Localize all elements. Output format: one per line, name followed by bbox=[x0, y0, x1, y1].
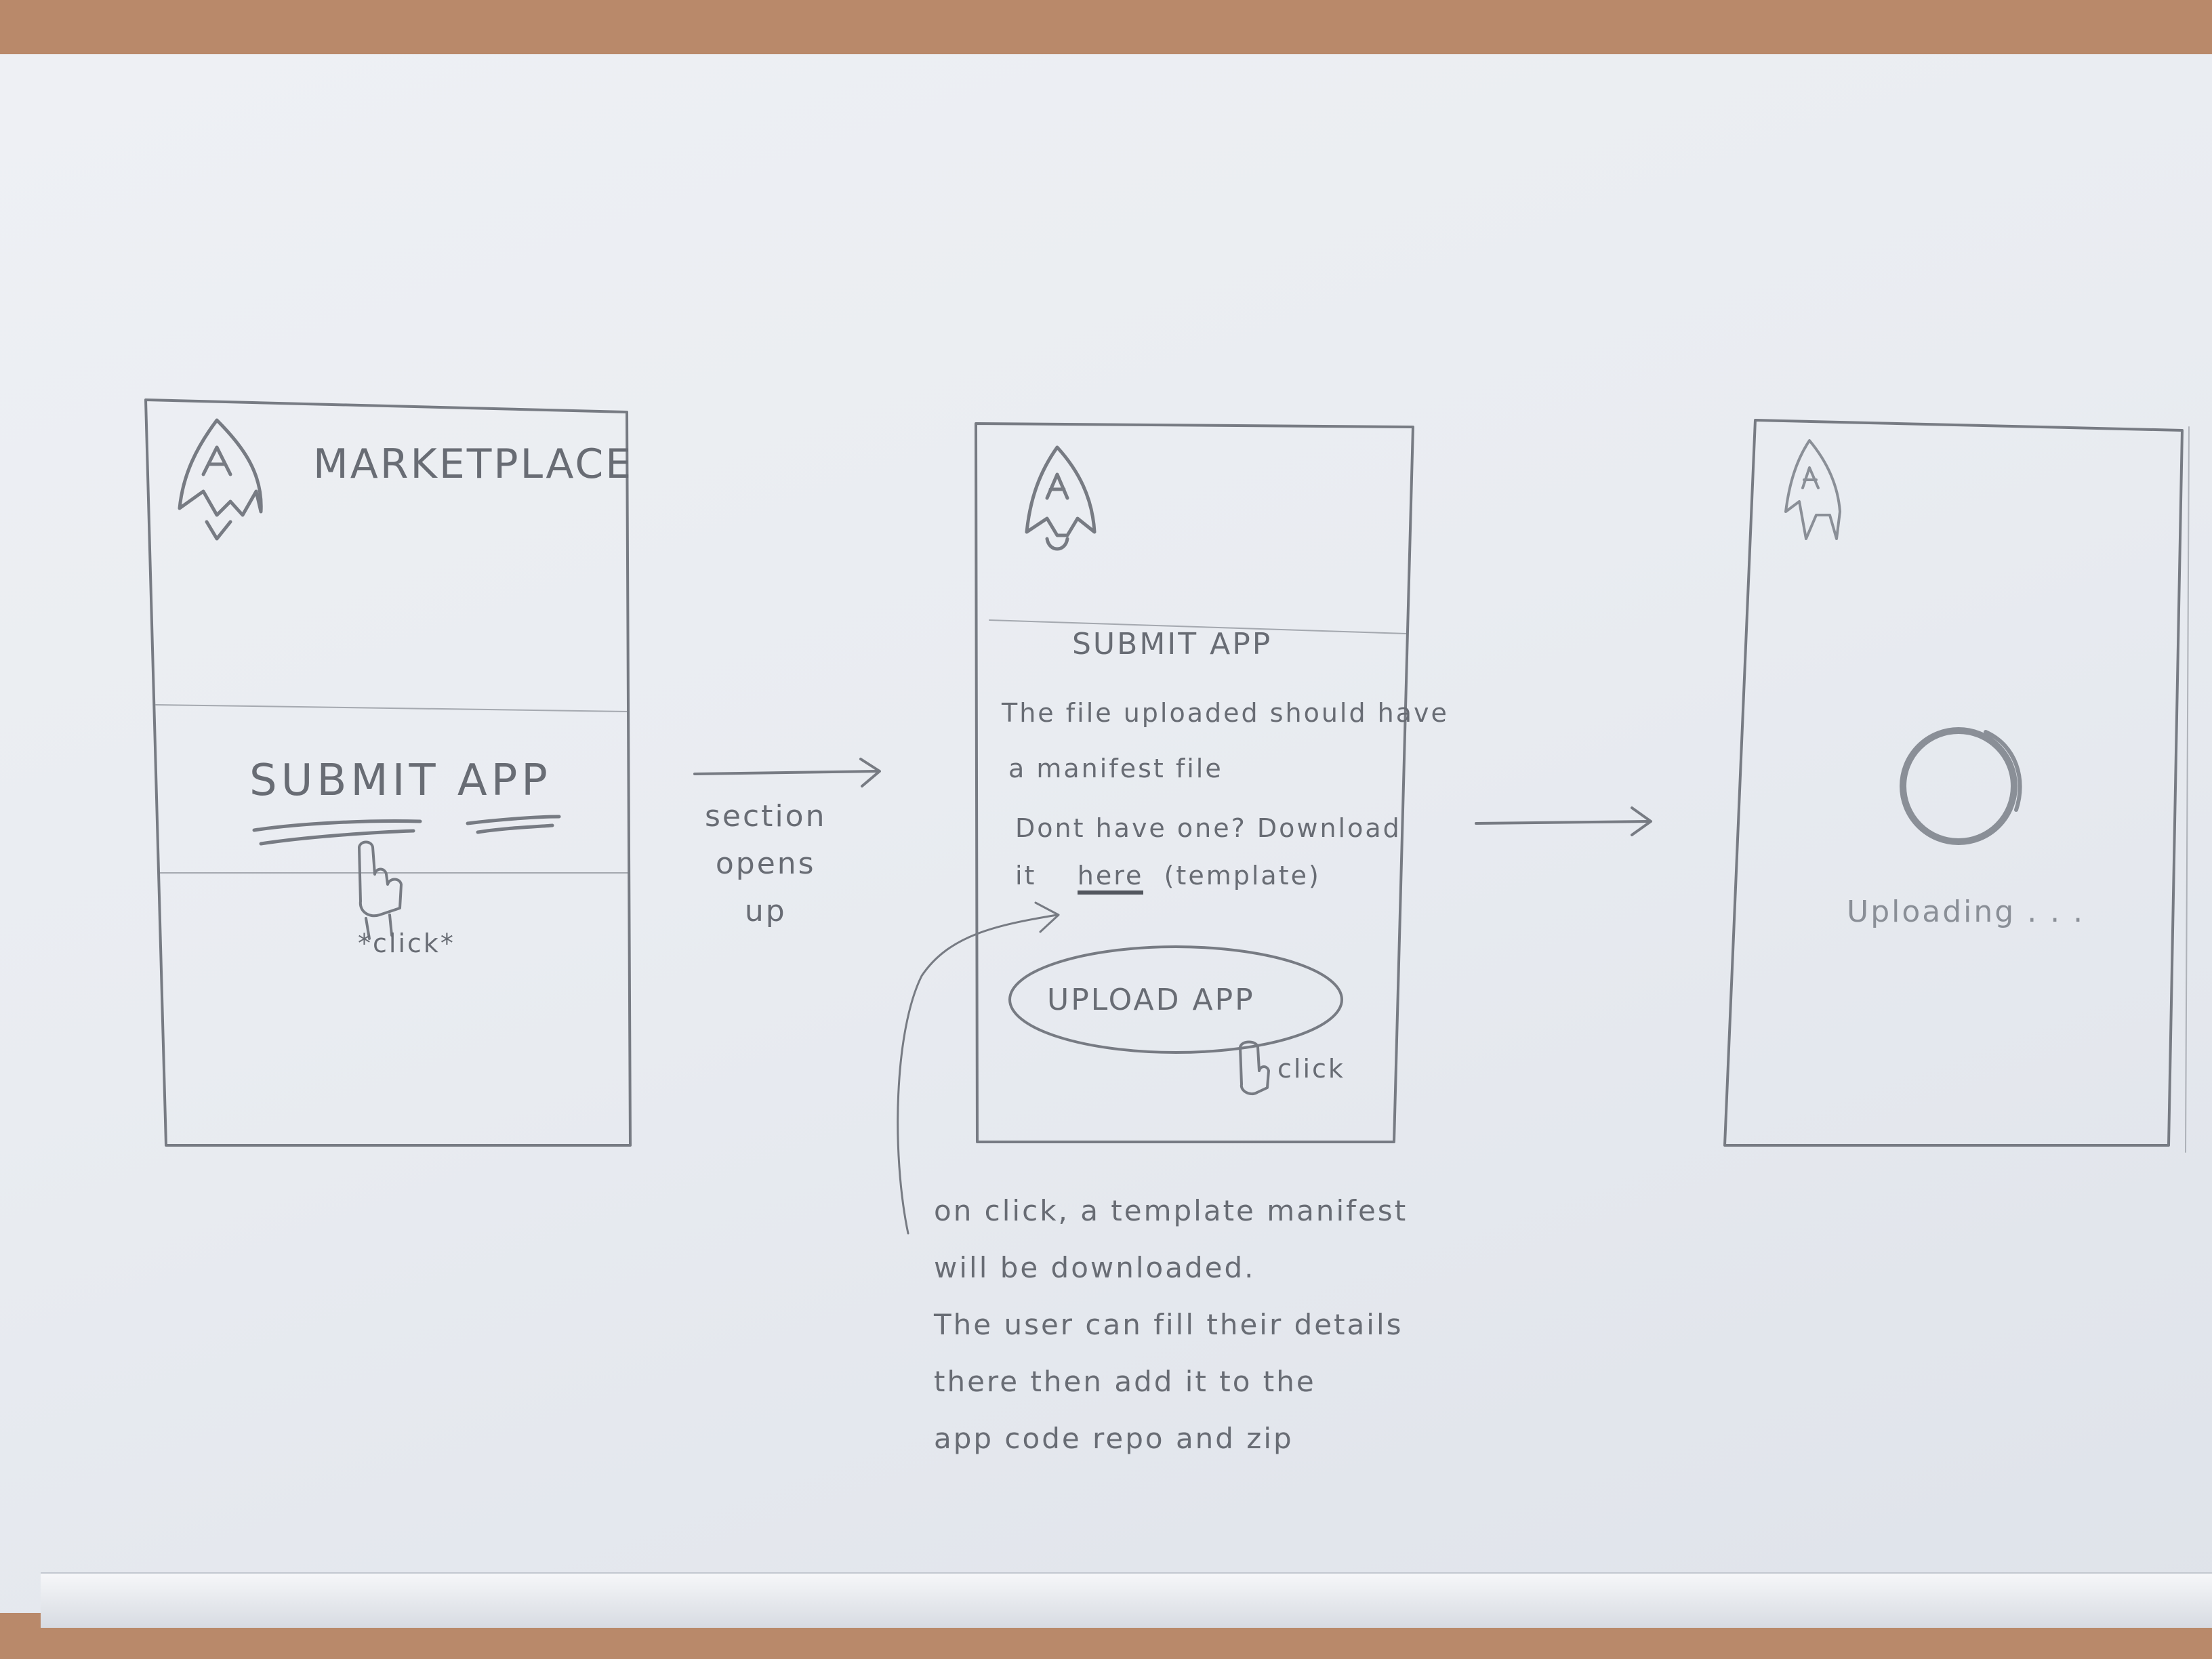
screen3-frame bbox=[1723, 419, 2190, 1153]
loading-spinner-icon bbox=[1900, 727, 2022, 845]
screen1-frame bbox=[144, 398, 632, 1147]
upload-app-button[interactable]: UPLOAD APP bbox=[1047, 983, 1255, 1017]
upload-app-button-outline bbox=[1008, 945, 1343, 1054]
pointer-hand-icon bbox=[1239, 1040, 1270, 1096]
pointer-hand-icon bbox=[358, 840, 403, 940]
click-annotation: click bbox=[1277, 1054, 1345, 1084]
screen2-frame bbox=[975, 422, 1414, 1143]
rocket-logo-icon bbox=[1784, 439, 1841, 540]
download-template-link[interactable]: here bbox=[1077, 861, 1144, 895]
submit-app-link[interactable]: SUBMIT APP bbox=[249, 756, 552, 806]
line-4-suffix: (template) bbox=[1164, 861, 1321, 890]
template-manifest-annotation: on click, a template manifest will be do… bbox=[934, 1194, 1408, 1455]
rocket-logo-icon bbox=[1025, 445, 1097, 551]
click-annotation: *click* bbox=[358, 928, 455, 958]
manifest-instruction-line-1: The file uploaded should have bbox=[1002, 698, 1449, 728]
manifest-instruction-line-3: Dont have one? Download bbox=[1015, 813, 1401, 843]
line-4-prefix: it bbox=[1015, 861, 1037, 890]
manifest-instruction-line-4: it here (template) bbox=[1015, 861, 1321, 895]
manifest-instruction-line-2: a manifest file bbox=[1008, 754, 1223, 783]
marketplace-title: MARKETPLACE bbox=[313, 441, 634, 488]
section-opens-up-label: section opens up bbox=[705, 799, 827, 928]
paper-curl bbox=[41, 1572, 2212, 1628]
submit-app-underline bbox=[252, 815, 561, 846]
arrow-2 bbox=[1475, 806, 1652, 836]
arrow-1 bbox=[693, 758, 881, 787]
submit-app-section-title: SUBMIT APP bbox=[1072, 627, 1273, 661]
uploading-status: Uploading . . . bbox=[1847, 895, 2085, 929]
rocket-logo-icon bbox=[178, 418, 263, 541]
annotation-arrow bbox=[897, 901, 1060, 1235]
